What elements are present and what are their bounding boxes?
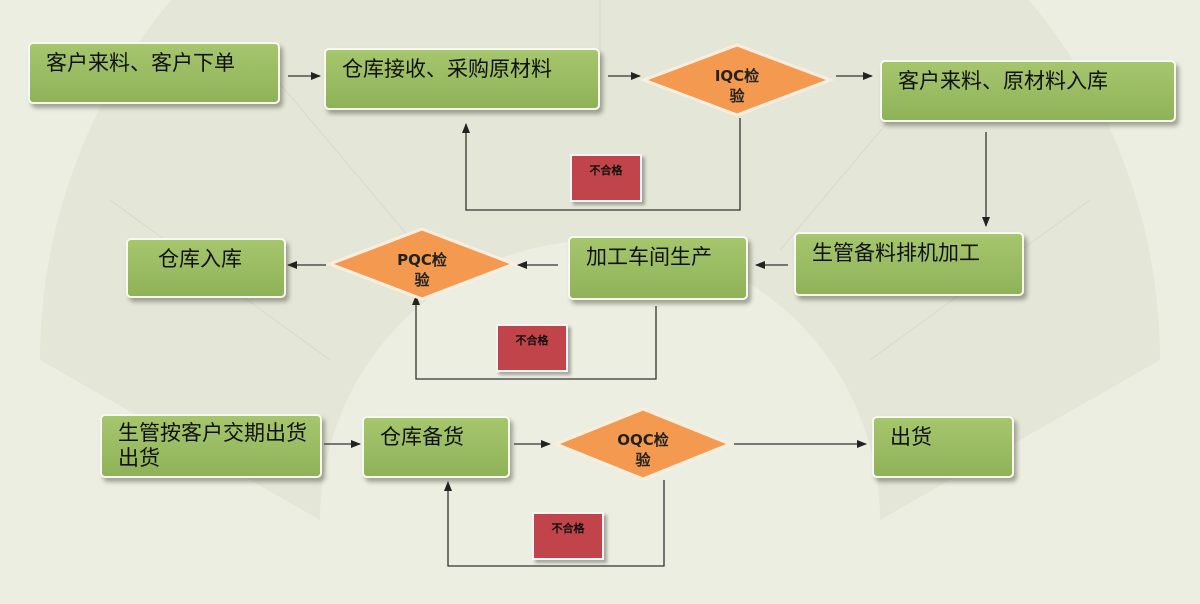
oqc-reject-loop bbox=[444, 480, 665, 567]
node-warehouse-in[interactable]: 仓库入库 bbox=[126, 238, 286, 298]
node-workshop-production[interactable]: 加工车间生产 bbox=[568, 236, 748, 300]
decision-label: OQC检验 bbox=[617, 431, 669, 469]
fail-iqc: 不合格 bbox=[570, 154, 642, 202]
fail-oqc: 不合格 bbox=[532, 512, 604, 560]
decision-pqc[interactable]: PQC检验 bbox=[326, 226, 518, 302]
decision-label: PQC检验 bbox=[397, 251, 447, 289]
node-customer-order[interactable]: 客户来料、客户下单 bbox=[28, 42, 280, 104]
node-ship-schedule[interactable]: 生管按客户交期出货出货 bbox=[100, 414, 322, 478]
decision-label: IQC检验 bbox=[714, 67, 760, 105]
pqc-reject-loop bbox=[412, 295, 657, 380]
node-label: 仓库入库 bbox=[158, 247, 242, 271]
decision-oqc[interactable]: OQC检验 bbox=[552, 406, 734, 482]
node-production-prep[interactable]: 生管备料排机加工 bbox=[794, 232, 1024, 296]
fail-pqc: 不合格 bbox=[496, 324, 568, 372]
diamond-shape bbox=[326, 227, 518, 301]
node-label: 仓库备货 bbox=[380, 425, 464, 449]
node-label: 加工车间生产 bbox=[586, 245, 712, 269]
node-customer-material-in[interactable]: 客户来料、原材料入库 bbox=[880, 60, 1176, 122]
node-ship[interactable]: 出货 bbox=[872, 416, 1014, 478]
node-label: 客户来料、客户下单 bbox=[46, 51, 235, 75]
node-warehouse-prepare[interactable]: 仓库备货 bbox=[362, 416, 510, 478]
diamond-shape bbox=[640, 43, 834, 117]
node-label: 仓库接收、采购原材料 bbox=[342, 57, 552, 81]
node-warehouse-receive[interactable]: 仓库接收、采购原材料 bbox=[324, 48, 600, 110]
diamond-shape bbox=[552, 407, 734, 481]
decision-iqc[interactable]: IQC检验 bbox=[640, 42, 834, 118]
node-label: 客户来料、原材料入库 bbox=[898, 69, 1108, 93]
node-label: 生管备料排机加工 bbox=[812, 241, 980, 265]
node-label: 出货 bbox=[890, 425, 932, 449]
iqc-reject-loop bbox=[462, 118, 741, 211]
node-label: 生管按客户交期出货出货 bbox=[118, 421, 307, 470]
